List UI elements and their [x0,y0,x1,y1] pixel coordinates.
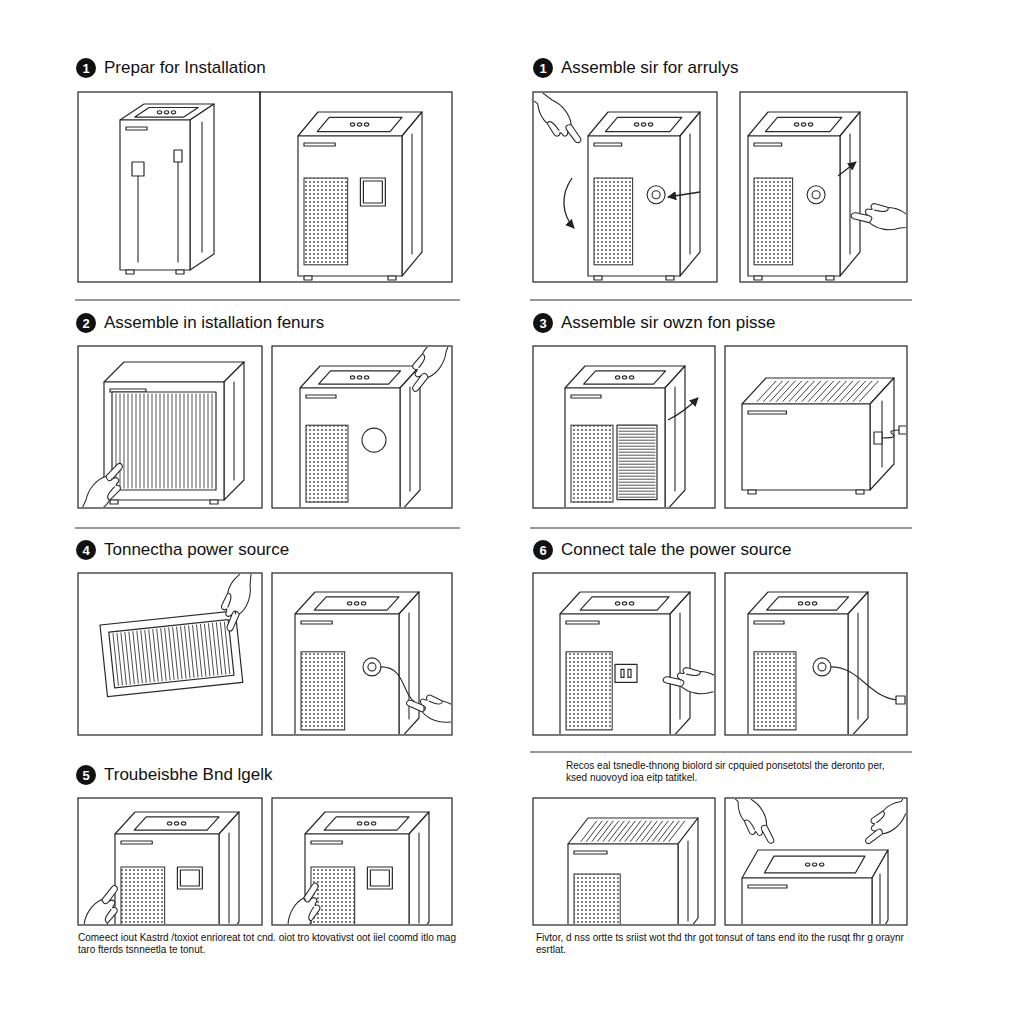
illustration-panel [273,812,429,924]
step-number: 3 [539,317,546,330]
panel-frame [272,798,452,925]
step-number-badge: 4 [76,540,96,560]
step-heading: Tonnectha power source [104,540,289,560]
purifier-unit [742,850,888,924]
hand-figure [406,676,451,734]
hand-figure [534,93,582,157]
panel-frame [725,798,907,925]
step-number: 1 [82,62,89,75]
step-number: 6 [539,544,546,557]
panel-frame [78,573,262,735]
section-rule [75,300,460,301]
purifier-unit [748,592,868,734]
purifier-unit [305,812,429,924]
illustration-panel [565,366,698,507]
purifier-unit [298,112,422,280]
purifier-unit [748,112,860,280]
purifier-unit [565,366,685,507]
panel-caption: Comeect iout Kastrd /toxiot enrioreat to… [78,932,460,956]
panel-frame [725,573,907,735]
panel-frame [533,346,715,508]
step-heading: Assemble sir owzn fon pisse [561,313,775,333]
step-number-badge: 3 [533,313,553,333]
panel-frame [725,346,907,508]
section-rule [75,528,460,529]
panel-frame [272,346,452,508]
illustration-panel [534,93,700,280]
step-heading: Troubeisbhe Bnd lgelk [104,765,273,785]
purifier-unit [120,104,214,274]
step-number: 1 [539,62,546,75]
panel-caption: Fivtor, d nss ortte ts sriist wot thd th… [536,932,912,956]
hand-figure [662,649,714,708]
motion-arrow [668,398,698,420]
panel-frame [78,346,262,508]
step-heading: Connect tale the power source [561,540,792,560]
step-heading: Assemble sir for arrulys [561,58,739,78]
hand-figure [273,882,341,924]
step-number: 5 [82,769,89,782]
section-rule [530,528,912,529]
hand-figure [391,347,451,393]
power-cable [831,667,900,700]
motion-arrow [838,162,856,176]
hand-figure [726,799,775,853]
hand-figure [79,884,139,924]
step-number: 2 [82,317,89,330]
illustration-panel [79,812,239,924]
illustration-panel [300,347,451,507]
section-rule [530,752,912,753]
panel-frame [533,92,717,282]
panel-frame [533,573,715,735]
instruction-note: Recos eal tsnedle-thnong biolord sir cpq… [566,760,886,784]
section-rule [530,300,912,301]
illustration-panel [560,592,714,734]
illustration-panel [748,592,905,734]
step-number-badge: 1 [76,58,96,78]
hand-figure [79,462,142,507]
illustration-panel [79,362,244,507]
purifier-unit [115,812,239,924]
panel-frame [740,92,907,282]
purifier-unit [295,592,419,734]
illustration-panel [726,799,906,924]
motion-arrow [668,192,700,197]
motion-arrow [564,178,574,228]
illustration-panel [568,818,698,924]
step-number: 4 [82,544,89,557]
step-heading: Prepar for Installation [104,58,266,78]
purifier-unit [104,362,244,504]
hand-figure [850,185,906,244]
purifier-unit [588,112,700,280]
panel-frame [533,798,715,925]
panel-frame [272,573,452,735]
illustration-panel [295,592,451,734]
step-number-badge: 5 [76,765,96,785]
illustration-panel [298,112,422,280]
step-heading: Assemble in istallation fenurs [104,313,324,333]
purifier-unit [568,818,698,924]
step-number-badge: 6 [533,540,553,560]
step-number-badge: 2 [76,313,96,333]
panel-frame [78,92,260,282]
illustration-panel [120,104,214,274]
panel-frame [78,798,262,925]
hand-figure [851,799,906,845]
step-number-badge: 1 [533,58,553,78]
hand-figure [202,574,261,632]
illustration-panel [748,112,906,280]
purifier-unit [560,592,690,734]
illustration-panel [100,574,261,697]
purifier-unit [300,366,420,507]
illustration-panel [742,378,906,494]
purifier-unit [742,378,894,494]
panel-frame [260,92,452,282]
